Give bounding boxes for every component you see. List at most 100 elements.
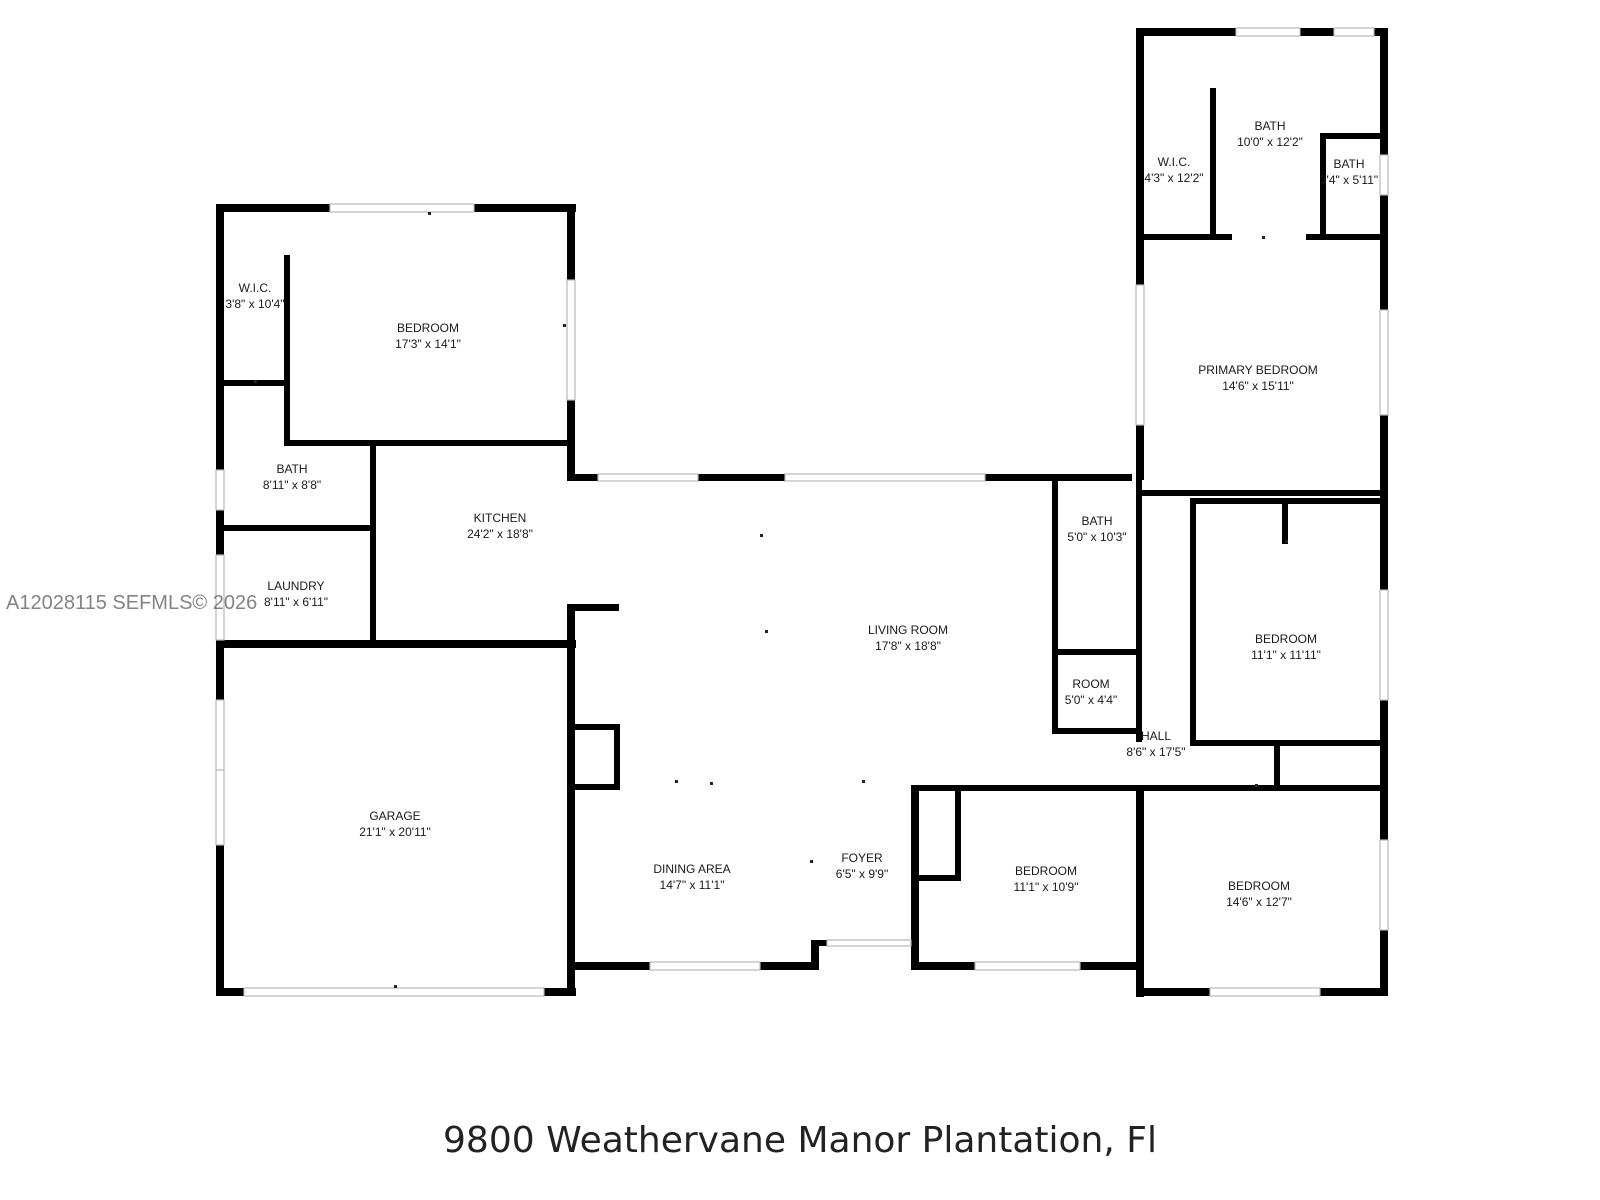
- room-dims-bedroom-nw: 17'3" x 14'1": [395, 337, 461, 351]
- wall: [216, 204, 224, 680]
- marker: [1285, 540, 1288, 543]
- room-dims-living-room: 17'8" x 18'8": [875, 639, 941, 653]
- window: [1379, 839, 1389, 931]
- room-dims-wic-primary: 4'3" x 12'2": [1144, 171, 1203, 185]
- window: [215, 469, 225, 511]
- room-name-bedroom-south-mid: BEDROOM: [1015, 864, 1077, 878]
- window: [215, 699, 225, 771]
- room-dims-bath-primary-small: 3'4" x 5'11": [1320, 173, 1378, 187]
- wall: [1282, 498, 1288, 544]
- wall: [567, 604, 619, 611]
- room-name-garage: GARAGE: [369, 809, 420, 823]
- wall: [1136, 785, 1388, 791]
- room-name-bedroom-nw: BEDROOM: [397, 321, 459, 335]
- room-dims-dining-area: 14'7" x 11'1": [660, 878, 725, 892]
- wall: [911, 785, 919, 970]
- marker: [862, 780, 865, 783]
- marker: [394, 985, 397, 988]
- wall: [1052, 474, 1058, 734]
- room-dims-kitchen: 24'2" x 18'8": [467, 527, 533, 541]
- wall: [284, 440, 575, 446]
- window: [974, 961, 1081, 971]
- wall: [1306, 234, 1388, 240]
- wall: [911, 785, 1141, 791]
- marker: [765, 630, 768, 633]
- wall: [1136, 474, 1142, 742]
- wall: [224, 640, 576, 648]
- room-name-bedroom-se: BEDROOM: [1228, 879, 1290, 893]
- room-name-primary-bedroom: PRIMARY BEDROOM: [1198, 363, 1318, 377]
- window: [329, 203, 475, 213]
- room-name-wic-primary: W.I.C.: [1158, 155, 1191, 169]
- wall: [224, 525, 374, 531]
- wall: [1136, 28, 1144, 480]
- window: [784, 473, 986, 482]
- window: [649, 961, 761, 971]
- room-labels: W.I.C. 3'8" x 10'4" BEDROOM 17'3" x 14'1…: [225, 119, 1378, 909]
- room-dims-hall: 8'6" x 17'5": [1126, 745, 1185, 759]
- room-name-foyer: FOYER: [841, 851, 883, 865]
- window: [215, 769, 225, 846]
- room-name-bath-primary: BATH: [1254, 119, 1285, 133]
- marker: [810, 860, 813, 863]
- room-name-hall: HALL: [1141, 729, 1171, 743]
- marker: [428, 212, 431, 215]
- room-name-wic-left: W.I.C.: [239, 281, 272, 295]
- walls: [216, 28, 1388, 997]
- wall: [370, 440, 376, 646]
- wall: [1190, 498, 1388, 504]
- room-dims-bath-primary: 10'0" x 12'2": [1237, 135, 1303, 149]
- property-address-caption: 9800 Weathervane Manor Plantation, Fl: [443, 1120, 1157, 1161]
- window: [215, 554, 225, 641]
- window: [1333, 27, 1375, 37]
- wall: [575, 784, 620, 790]
- room-name-bedroom-east: BEDROOM: [1255, 632, 1317, 646]
- wall: [1052, 728, 1142, 734]
- wall: [1136, 490, 1388, 496]
- marker: [254, 380, 257, 383]
- window: [243, 987, 545, 997]
- room-name-kitchen: KITCHEN: [474, 511, 527, 525]
- window: [597, 473, 699, 482]
- door-markers: [254, 212, 1288, 988]
- wall: [1136, 785, 1144, 997]
- wall: [811, 940, 819, 970]
- wall: [955, 785, 961, 881]
- wall: [1144, 234, 1232, 240]
- room-dims-bedroom-south-mid: 11'1" x 10'9": [1014, 880, 1079, 894]
- wall: [1210, 88, 1216, 240]
- room-dims-wic-left: 3'8" x 10'4": [225, 297, 284, 311]
- marker: [1255, 784, 1258, 787]
- room-dims-primary-bedroom: 14'6" x 15'11": [1222, 379, 1294, 393]
- wall: [1190, 498, 1196, 746]
- wall: [1196, 740, 1388, 746]
- room-dims-bath-hall: 5'0" x 10'3": [1067, 530, 1126, 544]
- room-name-bath-hall: BATH: [1081, 514, 1112, 528]
- window: [1379, 309, 1389, 416]
- room-dims-bedroom-se: 14'6" x 12'7": [1226, 895, 1292, 909]
- room-dims-room-small: 5'0" x 4'4": [1065, 693, 1117, 707]
- room-name-dining-area: DINING AREA: [653, 862, 730, 876]
- wall: [1380, 28, 1388, 996]
- room-dims-laundry: 8'11" x 6'11": [264, 595, 328, 609]
- marker: [710, 782, 713, 785]
- room-dims-foyer: 6'5" x 9'9": [836, 867, 888, 881]
- marker: [563, 324, 566, 327]
- wall: [919, 875, 961, 881]
- marker: [1262, 236, 1265, 239]
- room-name-bath-left: BATH: [276, 462, 307, 476]
- room-dims-bath-left: 8'11" x 8'8": [263, 478, 321, 492]
- wall: [567, 606, 575, 996]
- wall: [1320, 133, 1326, 240]
- room-name-room-small: ROOM: [1072, 677, 1109, 691]
- room-name-bath-primary-small: BATH: [1333, 157, 1364, 171]
- window: [1379, 589, 1389, 701]
- window: [566, 279, 576, 401]
- window: [1135, 284, 1145, 426]
- marker: [760, 534, 763, 537]
- wall: [284, 255, 290, 445]
- room-name-laundry: LAUNDRY: [267, 579, 324, 593]
- wall: [1052, 649, 1142, 655]
- window: [826, 939, 912, 947]
